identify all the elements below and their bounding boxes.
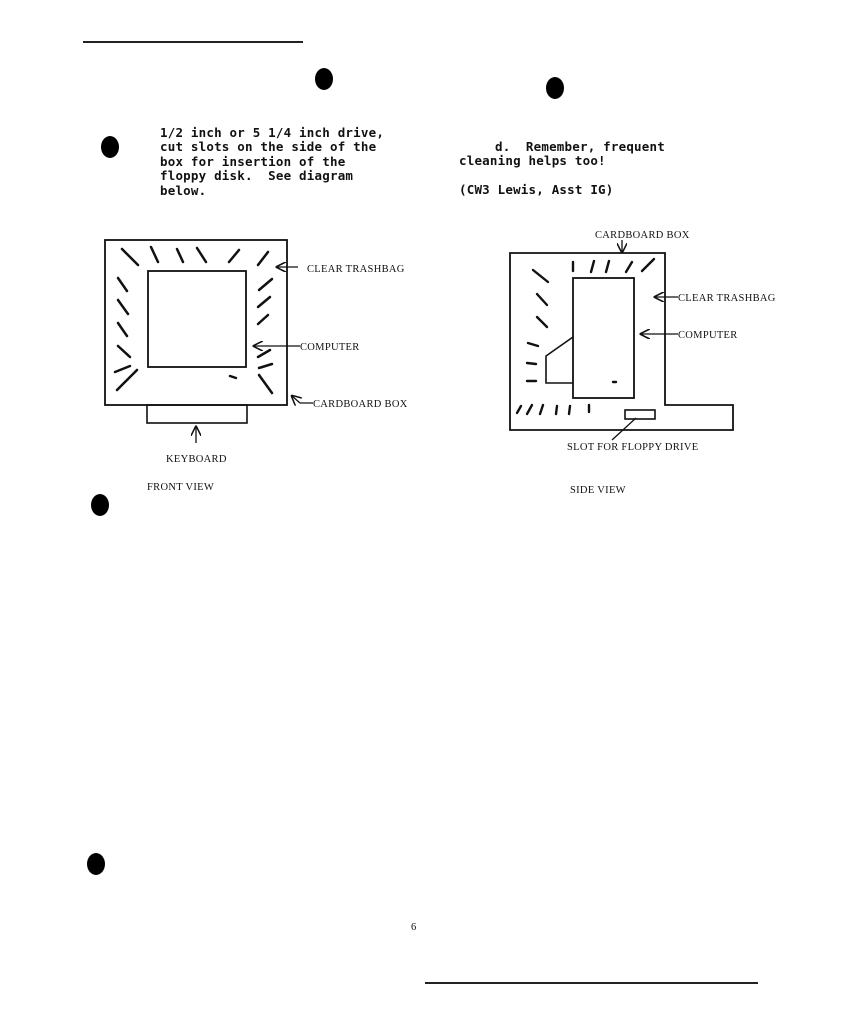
punch-hole [546,77,564,99]
floppy-slot [624,409,656,420]
punch-hole [315,68,333,90]
label-clear-trashbag: CLEAR TRASHBAG [307,264,405,275]
label-floppy-slot: SLOT FOR FLOPPY DRIVE [567,442,698,453]
computer [572,277,635,399]
front-view-diagram [104,239,313,443]
trashbag-strokes [113,245,274,395]
keyboard-wedge [545,336,574,384]
left-paragraph: 1/2 inch or 5 1/4 inch drive,cut slots o… [160,125,385,198]
label-keyboard: KEYBOARD [166,454,227,465]
label-computer: COMPUTER [300,342,360,353]
computer [147,270,247,368]
label-clear-trashbag-side: CLEAR TRASHBAG [678,293,776,304]
label-cardboard-box: CARDBOARD BOX [313,399,408,410]
label-cardboard-box-side: CARDBOARD BOX [595,230,690,241]
side-view-diagram [509,240,734,441]
cardboard-box [509,252,734,431]
top-rule [83,41,303,43]
label-computer-side: COMPUTER [678,330,738,341]
punch-hole [101,136,119,158]
punch-hole [87,853,105,875]
keyboard [146,404,248,424]
page-number: 6 [411,922,417,933]
front-view-caption: FRONT VIEW [147,482,214,493]
side-view-caption: SIDE VIEW [570,485,626,496]
bottom-rule [425,982,758,984]
punch-hole [91,494,109,516]
trashbag-strokes [515,257,656,416]
